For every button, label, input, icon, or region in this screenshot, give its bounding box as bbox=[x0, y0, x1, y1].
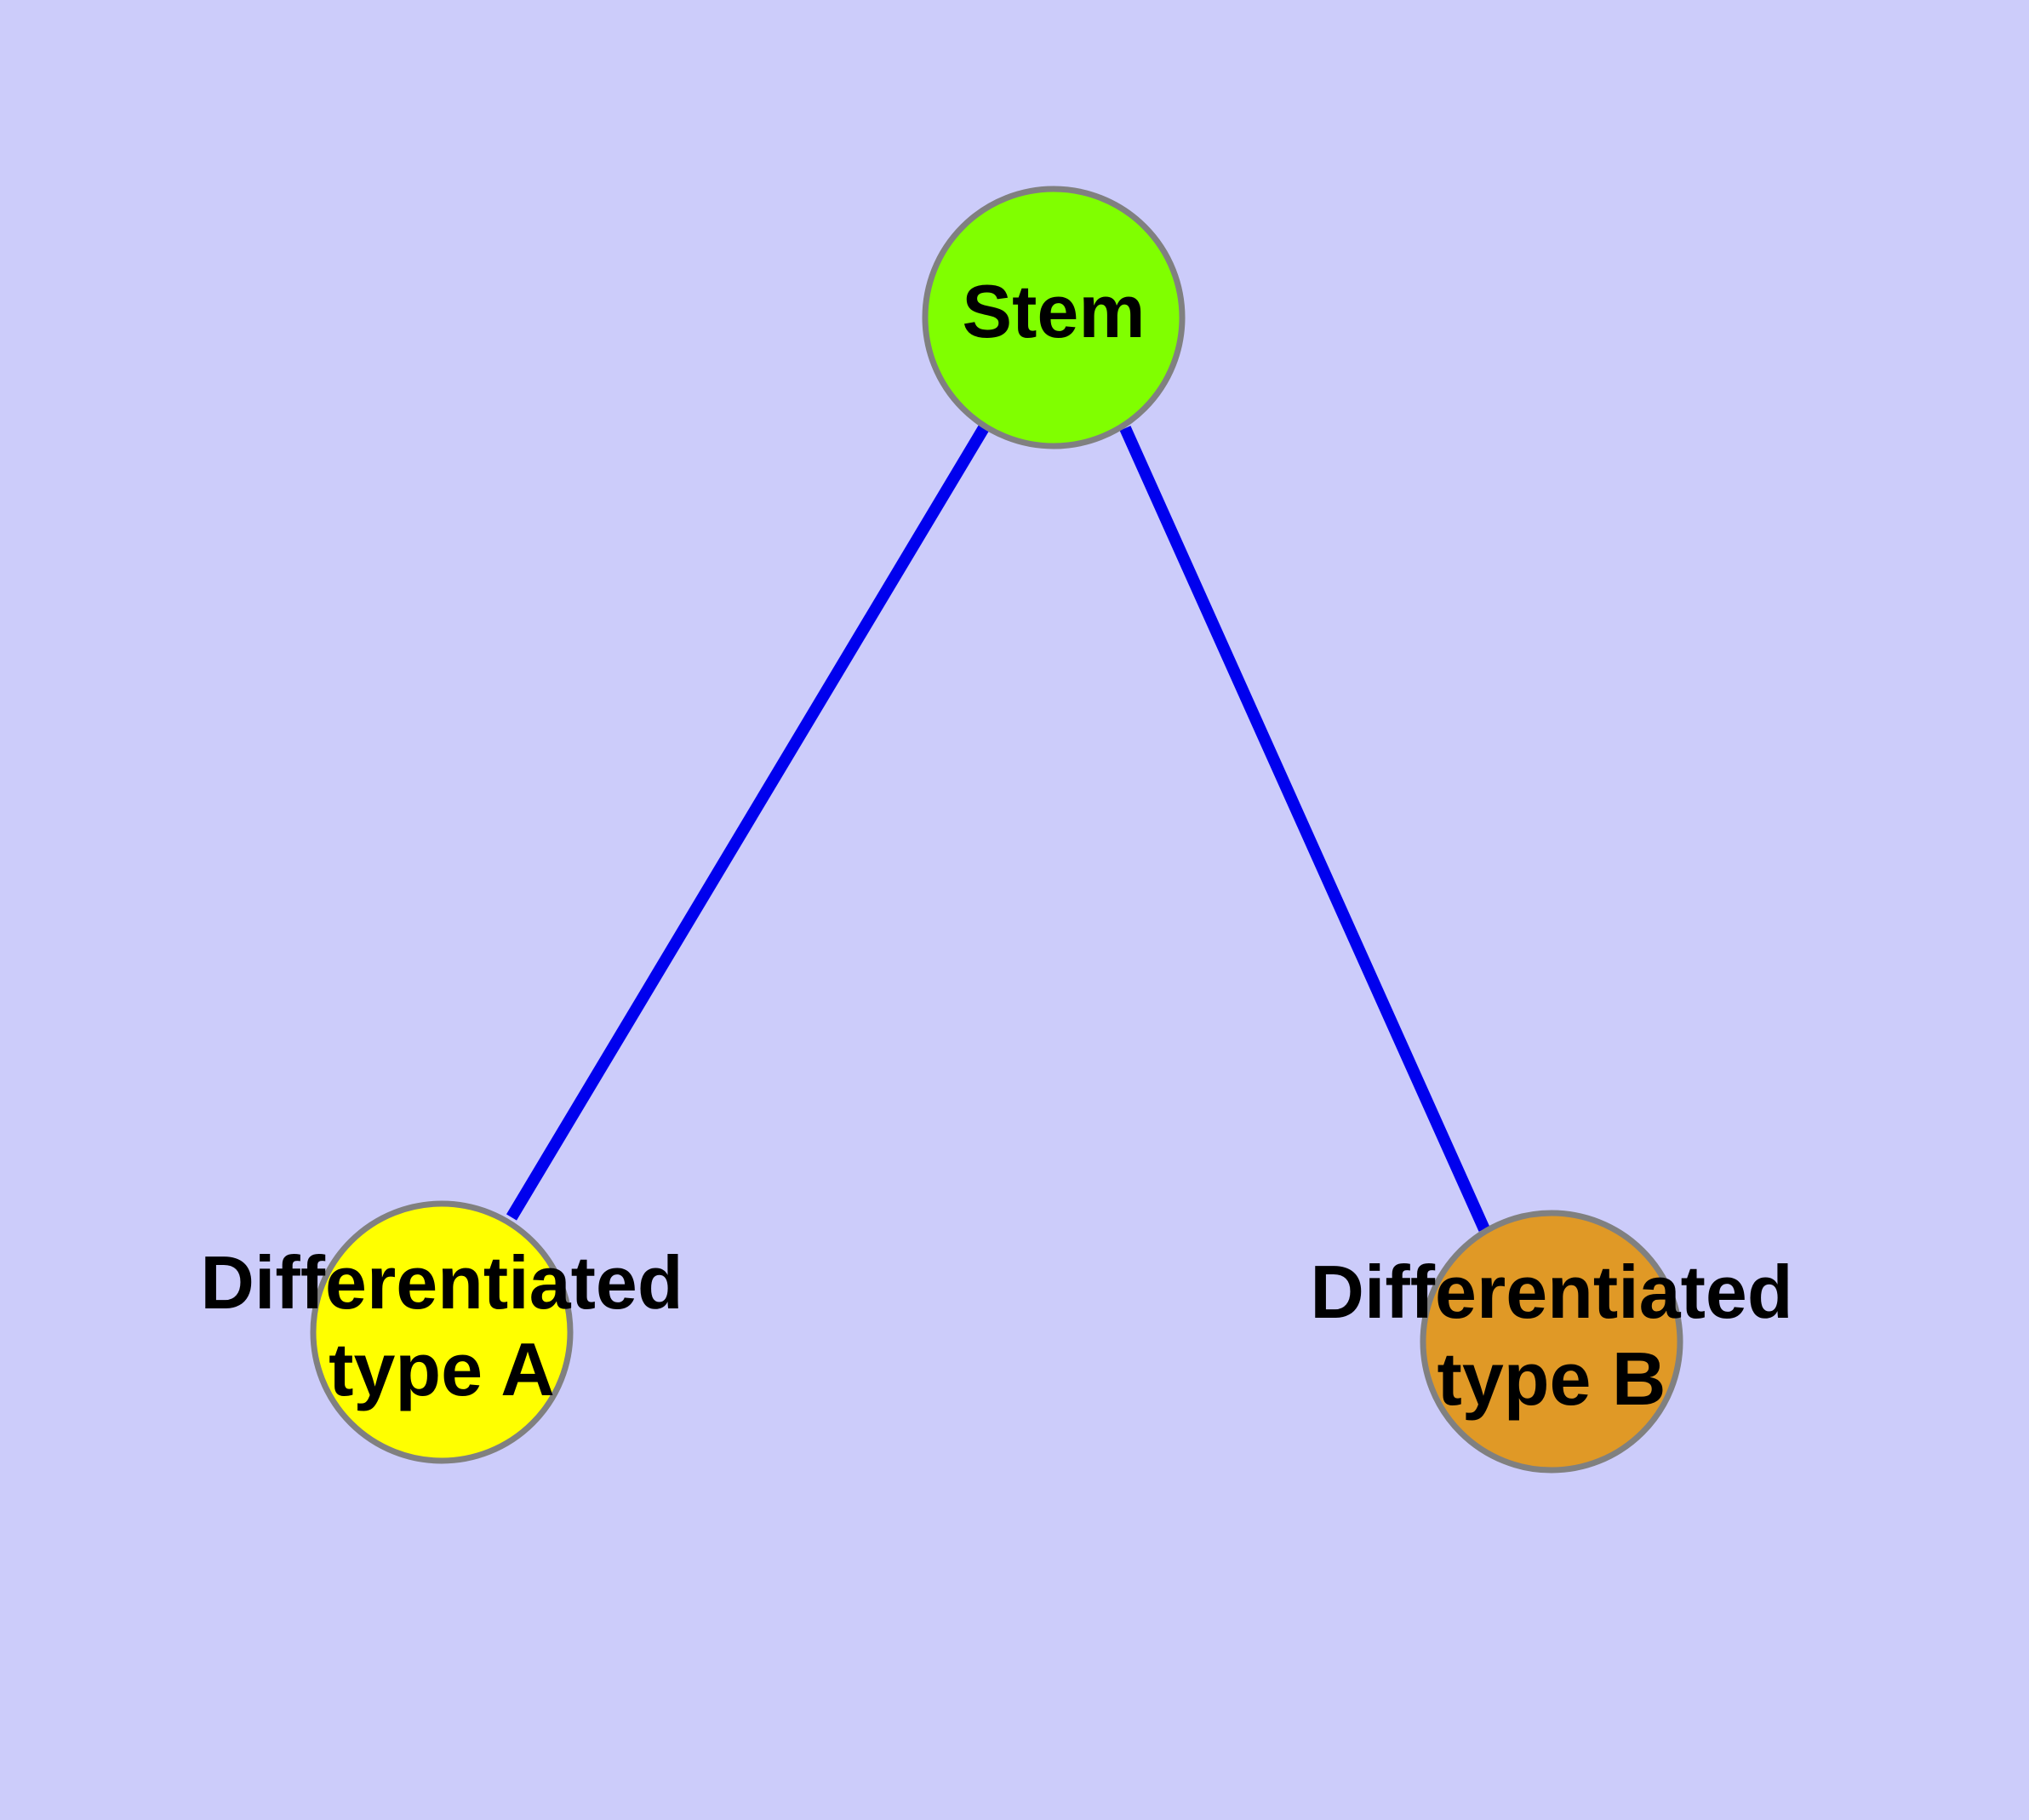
edge-stem-diff-a[interactable] bbox=[506, 423, 991, 1221]
graph-node-stem[interactable]: Stem bbox=[922, 186, 1186, 449]
node-circle-diff_a[interactable] bbox=[310, 1200, 574, 1464]
edge-stem-diff-b[interactable] bbox=[1119, 426, 1490, 1232]
node-circle-stem[interactable] bbox=[922, 186, 1186, 449]
edges-layer bbox=[506, 423, 1490, 1232]
node-circle-diff_b[interactable] bbox=[1420, 1210, 1683, 1474]
node-label-stem: Stem bbox=[962, 269, 1145, 353]
